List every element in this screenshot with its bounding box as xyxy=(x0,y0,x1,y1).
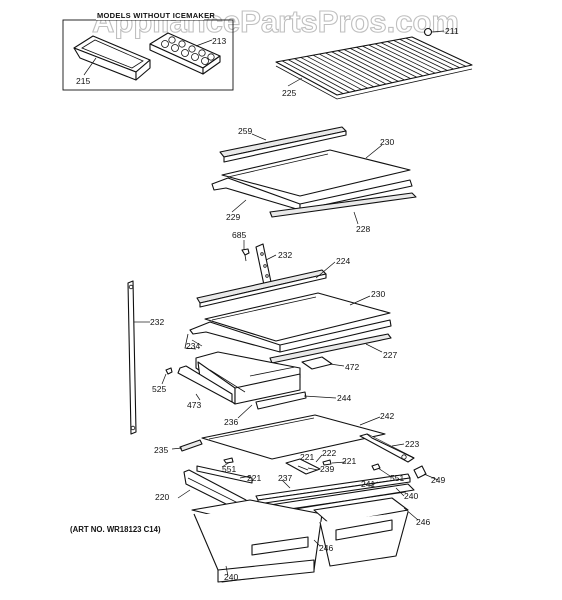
callout-244: 244 xyxy=(337,393,351,403)
part-crisper-drawers xyxy=(191,483,415,583)
callout-551-right: 551 xyxy=(390,473,404,483)
part-ice-tray xyxy=(149,32,221,75)
callout-222: 222 xyxy=(322,448,336,458)
callout-230-middle: 230 xyxy=(371,289,385,299)
callout-525: 525 xyxy=(152,384,166,394)
wire-rung xyxy=(368,44,430,75)
leader-lines xyxy=(83,39,439,577)
part-ice-bin xyxy=(73,35,151,81)
wire-rung xyxy=(393,40,454,70)
callout-232-bracket: 232 xyxy=(278,250,292,260)
part-small-hardware xyxy=(196,457,427,484)
wire-rung xyxy=(300,57,362,90)
part-wire-shelf xyxy=(275,27,473,100)
callout-472: 472 xyxy=(345,362,359,372)
wire-rung xyxy=(387,41,448,71)
wire-rung xyxy=(337,50,399,82)
part-long-rail xyxy=(255,473,411,505)
inset-models-without-icemaker: MODELS WITHOUT ICEMAKER xyxy=(62,9,234,91)
callout-211: 211 xyxy=(445,26,459,36)
inset-header: MODELS WITHOUT ICEMAKER xyxy=(97,11,215,20)
wire-rung xyxy=(319,53,381,86)
callout-228: 228 xyxy=(356,224,370,234)
callout-221-right: 221 xyxy=(342,456,356,466)
wire-rung xyxy=(343,49,405,81)
part-side-rail-long xyxy=(127,280,137,435)
wire-rung xyxy=(294,58,356,92)
callout-221-left: 221 xyxy=(247,473,261,483)
callout-240-right: 240 xyxy=(404,491,418,501)
callout-223: 223 xyxy=(405,439,419,449)
callout-229: 229 xyxy=(226,212,240,222)
callout-230-upper: 230 xyxy=(380,137,394,147)
wire-rung xyxy=(399,38,460,69)
wire-rung xyxy=(288,59,350,93)
callout-215: 215 xyxy=(76,76,90,86)
callout-235: 235 xyxy=(154,445,168,455)
callout-213: 213 xyxy=(212,36,226,46)
part-meat-pan-assembly xyxy=(165,351,333,410)
wire-rung xyxy=(306,55,368,89)
callout-236: 236 xyxy=(224,417,238,427)
callout-246-middle: 246 xyxy=(319,543,333,553)
callout-232-rail: 232 xyxy=(150,317,164,327)
callout-237: 237 xyxy=(278,473,292,483)
callout-227: 227 xyxy=(383,350,397,360)
wire-rung xyxy=(405,37,467,67)
callout-249: 249 xyxy=(431,475,445,485)
wire-rung xyxy=(350,48,411,79)
wire-rung xyxy=(380,42,442,73)
wire-rung xyxy=(281,60,344,94)
callout-239: 239 xyxy=(320,464,334,474)
wire-shelf-rungs xyxy=(281,37,467,94)
callout-225: 225 xyxy=(282,88,296,98)
callout-220: 220 xyxy=(155,492,169,502)
wire-rung xyxy=(325,52,387,85)
wire-rung xyxy=(362,45,424,77)
callout-234: 234 xyxy=(186,341,200,351)
callout-241: 241 xyxy=(361,479,375,489)
callout-259: 259 xyxy=(238,126,252,136)
part-small-rail-left xyxy=(179,439,203,452)
callout-240-left: 240 xyxy=(224,572,238,582)
callout-473: 473 xyxy=(187,400,201,410)
wire-rung xyxy=(312,54,375,88)
callout-551-left: 551 xyxy=(222,464,236,474)
part-upper-shelf-group xyxy=(211,126,417,218)
callout-242: 242 xyxy=(380,411,394,421)
wire-rung xyxy=(356,46,417,78)
wire-rung xyxy=(374,43,436,74)
callout-224: 224 xyxy=(336,256,350,266)
part-slide-rail-right xyxy=(359,433,415,463)
part-lower-glass-shelf xyxy=(201,414,386,460)
art-number: (ART NO. WR18123 C14) xyxy=(70,525,161,534)
callout-221-middle: 221 xyxy=(300,452,314,462)
part-screw xyxy=(241,248,250,262)
wire-rung xyxy=(331,51,393,84)
callout-labels: 211 213 215 225 259 230 229 228 685 232 … xyxy=(76,26,459,582)
callout-685: 685 xyxy=(232,230,246,240)
part-shelf-bracket-short xyxy=(255,243,272,286)
callout-246-right: 246 xyxy=(416,517,430,527)
inset-header-bg xyxy=(96,9,204,20)
part-middle-shelf-group xyxy=(184,269,392,364)
